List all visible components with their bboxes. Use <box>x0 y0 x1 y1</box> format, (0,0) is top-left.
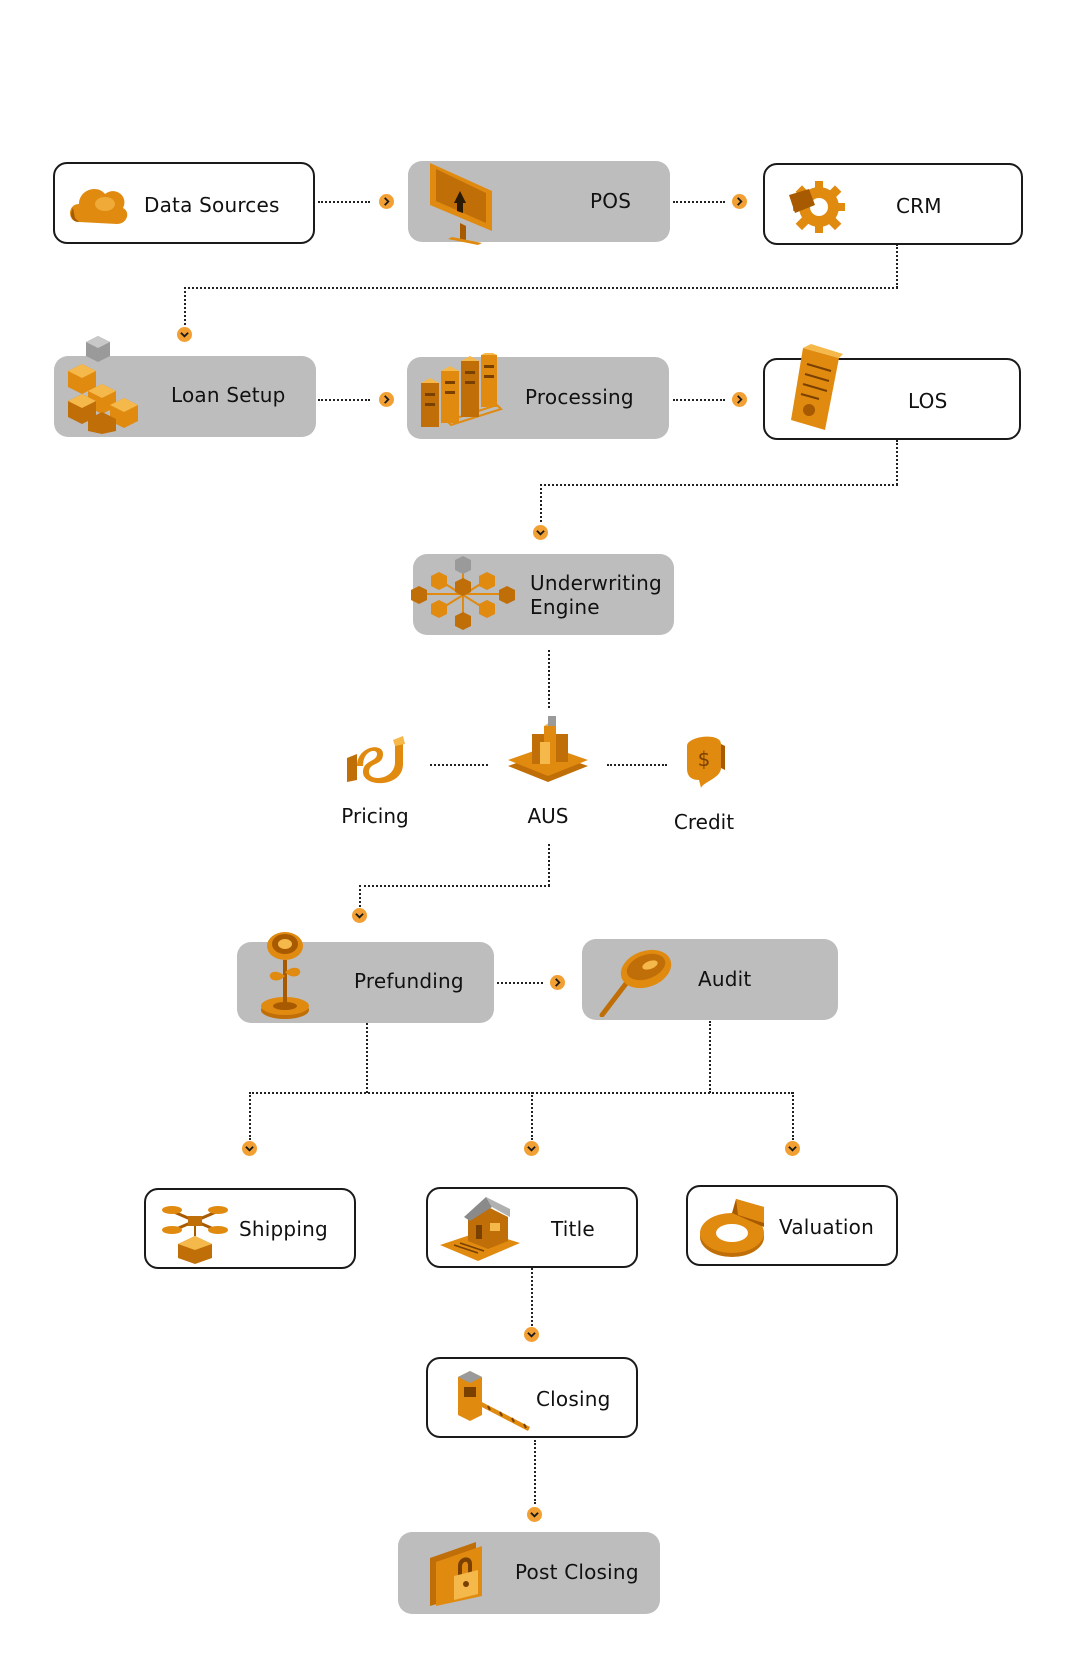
servers-icon <box>421 353 503 427</box>
magnifier-icon <box>599 949 672 1017</box>
node-data-sources: Data Sources <box>53 162 315 244</box>
connector <box>318 399 370 401</box>
connector <box>531 1092 533 1140</box>
connector <box>673 201 725 203</box>
node-shipping: Shipping <box>144 1188 356 1269</box>
node-los: LOS <box>763 344 1021 440</box>
arrow-dot-right <box>732 194 747 209</box>
dollar-curve-icon <box>347 736 405 784</box>
arrow-dot-down <box>177 327 192 342</box>
satellite-label: Credit <box>673 810 735 834</box>
arrow-dot-down <box>352 908 367 923</box>
city-blocks-icon <box>508 716 588 782</box>
node-pos: POS <box>408 161 670 245</box>
connector <box>896 440 898 485</box>
node-title: Title <box>426 1187 638 1268</box>
connector <box>359 885 550 887</box>
arrow-dot-down <box>524 1327 539 1342</box>
arrow-dot-right <box>732 392 747 407</box>
connector <box>184 287 898 289</box>
house-icon <box>440 1197 520 1261</box>
connector <box>607 764 667 766</box>
connector <box>792 1092 794 1140</box>
connector <box>534 1440 536 1504</box>
connector <box>709 1021 711 1093</box>
satellite-label: Pricing <box>341 804 409 828</box>
connector <box>497 982 543 984</box>
connector <box>318 201 370 203</box>
dollar-bubble-icon: $ <box>687 736 725 788</box>
arrow-dot-down <box>242 1141 257 1156</box>
connector <box>184 287 186 325</box>
coin-plant-icon <box>261 932 309 1019</box>
satellite-credit: $ Credit <box>664 732 744 834</box>
cubes-icon <box>68 336 138 434</box>
arrow-dot-right <box>379 194 394 209</box>
monitor-icon <box>430 163 492 245</box>
gear-icon <box>789 181 845 233</box>
node-audit: Audit <box>582 939 838 1020</box>
connector <box>548 844 550 886</box>
node-crm: CRM <box>763 163 1023 245</box>
ring-chart-icon <box>700 1199 764 1257</box>
svg-text:$: $ <box>698 747 711 771</box>
connector <box>540 484 898 486</box>
connector <box>673 399 725 401</box>
connector <box>249 1092 251 1140</box>
folder-lock-icon <box>430 1542 482 1606</box>
connector <box>366 1023 368 1093</box>
connector <box>548 650 550 708</box>
node-closing: Closing <box>426 1357 638 1438</box>
node-valuation: Valuation <box>686 1185 898 1266</box>
connector <box>430 764 488 766</box>
arrow-dot-right <box>379 392 394 407</box>
node-processing: Processing <box>407 353 669 439</box>
node-underwriting-engine: Underwriting Engine <box>411 554 674 635</box>
node-post-closing: Post Closing <box>398 1532 660 1614</box>
node-loan-setup: Loan Setup <box>54 336 316 437</box>
connector <box>896 244 898 288</box>
node-prefunding: Prefunding <box>237 932 494 1023</box>
arrow-dot-down <box>524 1141 539 1156</box>
arrow-dot-right <box>550 975 565 990</box>
satellite-pricing: Pricing <box>330 736 420 828</box>
satellite-label: AUS <box>527 804 569 828</box>
barrier-icon <box>458 1371 530 1431</box>
arrow-dot-down <box>785 1141 800 1156</box>
arrow-dot-down <box>527 1507 542 1522</box>
cloud-icon <box>70 189 128 224</box>
document-icon <box>791 344 843 430</box>
connector <box>249 1092 793 1094</box>
connector <box>531 1268 533 1326</box>
satellite-aus: AUS <box>500 716 596 828</box>
arrow-dot-down <box>533 525 548 540</box>
connector <box>359 885 361 907</box>
connector <box>540 484 542 522</box>
drone-icon <box>162 1206 228 1264</box>
network-icon <box>411 556 515 630</box>
